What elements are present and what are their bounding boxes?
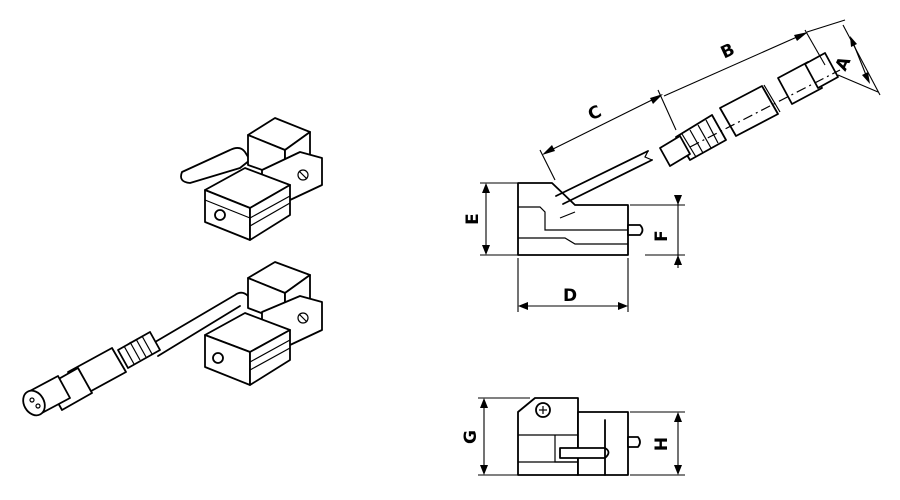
dim-label-e: E (463, 213, 483, 225)
dimension-lines (478, 19, 881, 476)
dim-label-d: D (563, 286, 577, 306)
dim-label-c: C (585, 102, 605, 125)
side-view-cable (517, 52, 841, 256)
dim-label-g: G (461, 430, 481, 444)
dim-label-f: F (652, 230, 672, 242)
dim-label-h: H (652, 437, 672, 451)
top-view (517, 397, 641, 476)
iso-connector-top (180, 117, 323, 241)
iso-connector-cable (22, 261, 323, 417)
dim-label-b: B (718, 40, 738, 64)
